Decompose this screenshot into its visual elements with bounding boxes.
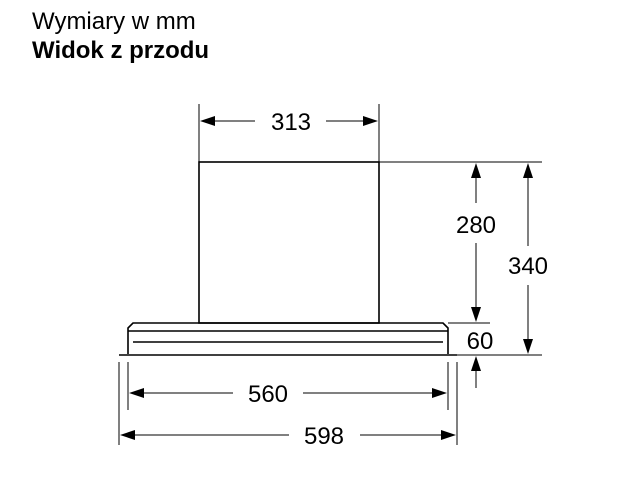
dimension-canopy-height: 60 [467, 328, 494, 388]
dimension-total-height: 340 [508, 163, 548, 354]
dimension-top-width: 313 [198, 104, 380, 162]
arrow-up-icon [471, 163, 481, 178]
dimension-label-60: 60 [467, 328, 494, 355]
view-caption: Widok z przodu [32, 37, 210, 64]
arrow-down-icon [471, 307, 481, 322]
arrow-up-icon [471, 356, 481, 371]
chimney-outline [198, 161, 380, 324]
units-caption: Wymiary w mm [32, 8, 196, 35]
dimension-label-340: 340 [508, 253, 548, 280]
dimension-inner-width: 560 [129, 381, 447, 408]
dimension-label-598: 598 [304, 423, 344, 450]
canopy-outline [127, 322, 449, 354]
dimension-label-280: 280 [456, 212, 496, 239]
hood-body [119, 161, 457, 356]
arrow-left-icon [200, 116, 215, 126]
arrow-right-icon [432, 388, 447, 398]
dimension-outer-width: 598 [120, 423, 456, 450]
arrow-right-icon [363, 116, 378, 126]
dimension-chimney-height: 280 [456, 163, 496, 322]
arrow-right-icon [441, 430, 456, 440]
arrow-left-icon [129, 388, 144, 398]
arrow-left-icon [120, 430, 135, 440]
dimension-label-313: 313 [271, 109, 311, 136]
arrow-up-icon [523, 163, 533, 178]
arrow-down-icon [523, 339, 533, 354]
dimension-label-560: 560 [248, 381, 288, 408]
